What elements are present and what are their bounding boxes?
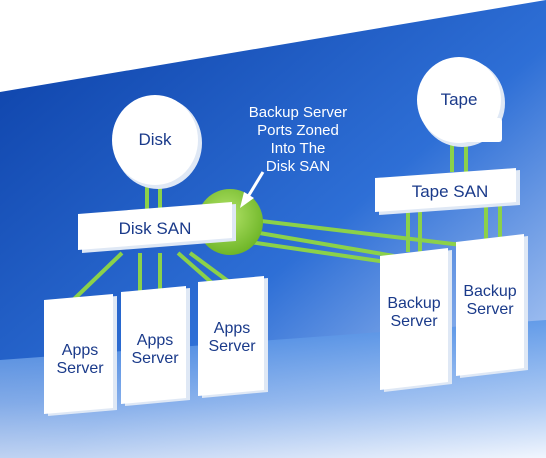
backup-server-2-label: Backup Server	[463, 283, 517, 319]
link-zoned-to-backup-server	[235, 216, 471, 248]
backup-server-1-label: Backup Server	[387, 295, 441, 331]
disk-label: Disk	[138, 130, 172, 149]
zoning-callout: Backup Server Ports Zoned Into The Disk …	[248, 104, 348, 175]
disk-san-switch	[78, 202, 236, 253]
apps-server-3	[198, 276, 268, 398]
disk-san-label: Disk SAN	[118, 219, 192, 238]
link-disk-san-to-apps-server	[68, 251, 124, 305]
apps-server-1	[44, 294, 117, 416]
tape-san-switch	[375, 168, 520, 215]
apps-server-1-label: Apps Server	[56, 342, 104, 378]
disk-storage-icon	[112, 95, 202, 189]
tape-label: Tape	[440, 90, 478, 109]
backup-server-1	[380, 248, 452, 392]
backup-server-2	[456, 234, 528, 378]
apps-server-3-label: Apps Server	[208, 320, 256, 356]
link-zoned-to-backup-server	[235, 227, 395, 258]
callout-arrow	[240, 171, 265, 208]
tape-san-label: Tape SAN	[411, 182, 489, 201]
tape-storage-icon	[417, 57, 505, 147]
apps-server-2	[121, 286, 190, 406]
apps-server-2-label: Apps Server	[131, 332, 179, 368]
link-zoned-to-backup-server	[235, 238, 387, 264]
